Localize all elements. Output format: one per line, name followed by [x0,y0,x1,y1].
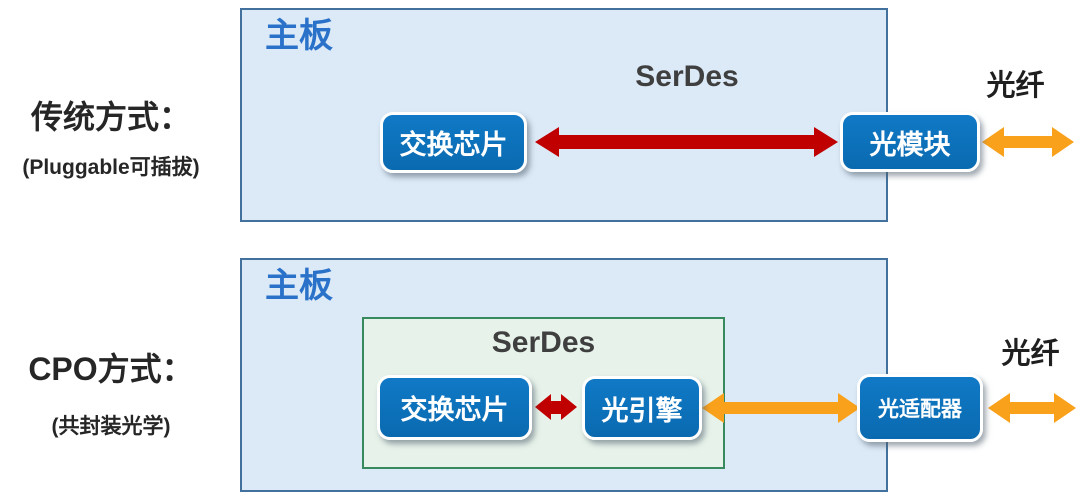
traditional-title: 传统方式： [30,99,191,135]
arrowhead-left-icon [535,394,551,420]
arrowhead-left-icon [535,127,559,157]
arrow-shaft [1004,136,1052,148]
serdes-electrical-link-arrow [535,127,838,157]
arrowhead-left-icon [982,127,1004,157]
switch-chip-node-cpo: 交换芯片 [377,375,532,440]
serdes-short-electrical-arrow [535,394,577,420]
arrowhead-right-icon [838,393,860,423]
traditional-side-label: 传统方式： (Pluggable可插拔) [5,92,217,181]
arrowhead-left-icon [988,393,1010,423]
fiber-link-arrow-traditional [982,127,1074,157]
optical-adapter-node: 光适配器 [857,374,983,442]
serdes-label-cpo: SerDes [491,326,596,359]
traditional-subtitle: (Pluggable可插拔) [22,156,200,179]
cpo-subtitle: (共封装光学) [51,415,171,438]
motherboard-label-cpo: 主板 [265,267,333,305]
arrow-shaft [551,400,561,414]
arrow-shaft [1010,402,1054,414]
serdes-label-traditional: SerDes [635,60,739,93]
cpo-side-label: CPO方式： (共封装光学) [5,344,217,440]
optical-module-label: 光模块 [869,129,951,160]
arrowhead-right-icon [561,394,577,420]
switch-chip-node-traditional: 交换芯片 [380,112,527,173]
fiber-label-cpo: 光纤 [1001,338,1060,370]
arrowhead-right-icon [1052,127,1074,157]
switch-chip-label: 交换芯片 [400,395,509,425]
engine-adapter-optical-arrow [702,393,860,423]
arrowhead-left-icon [702,393,724,423]
optical-engine-node: 光引擎 [582,376,702,440]
arrowhead-right-icon [1054,393,1076,423]
optical-adapter-label: 光适配器 [878,398,962,421]
switch-chip-label: 交换芯片 [399,130,508,160]
optical-engine-label: 光引擎 [601,395,683,426]
arrow-shaft [724,402,838,414]
fiber-link-arrow-cpo [988,393,1076,423]
cpo-title: CPO方式： [28,351,194,387]
optical-module-node: 光模块 [840,112,980,172]
motherboard-label-traditional: 主板 [265,17,333,55]
arrow-shaft [559,135,814,149]
fiber-label-traditional: 光纤 [986,70,1045,102]
arrowhead-right-icon [814,127,838,157]
motherboard-box-traditional [240,8,888,222]
